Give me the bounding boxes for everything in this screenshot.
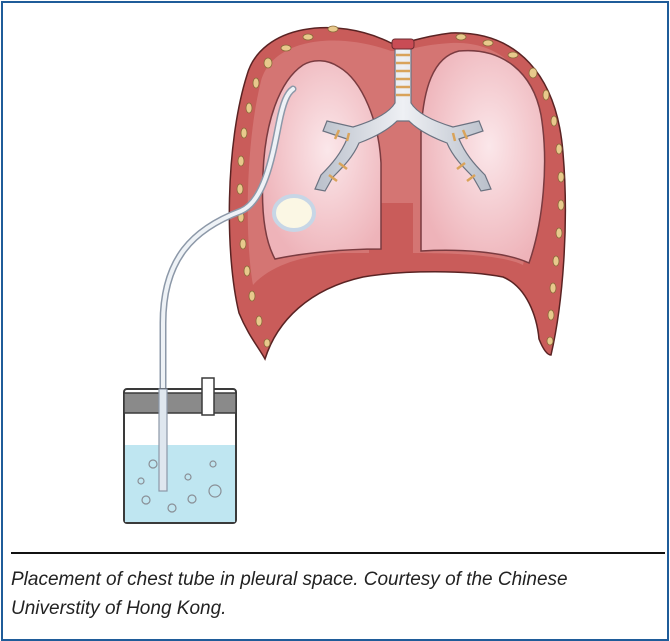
pleural-air-bubble [274,196,314,230]
figure-caption: Placement of chest tube in pleural space… [11,565,661,623]
left-lung [421,51,545,263]
chest-tube-illustration [3,3,667,548]
drainage-bottle [124,378,236,523]
caption-divider [11,552,665,554]
